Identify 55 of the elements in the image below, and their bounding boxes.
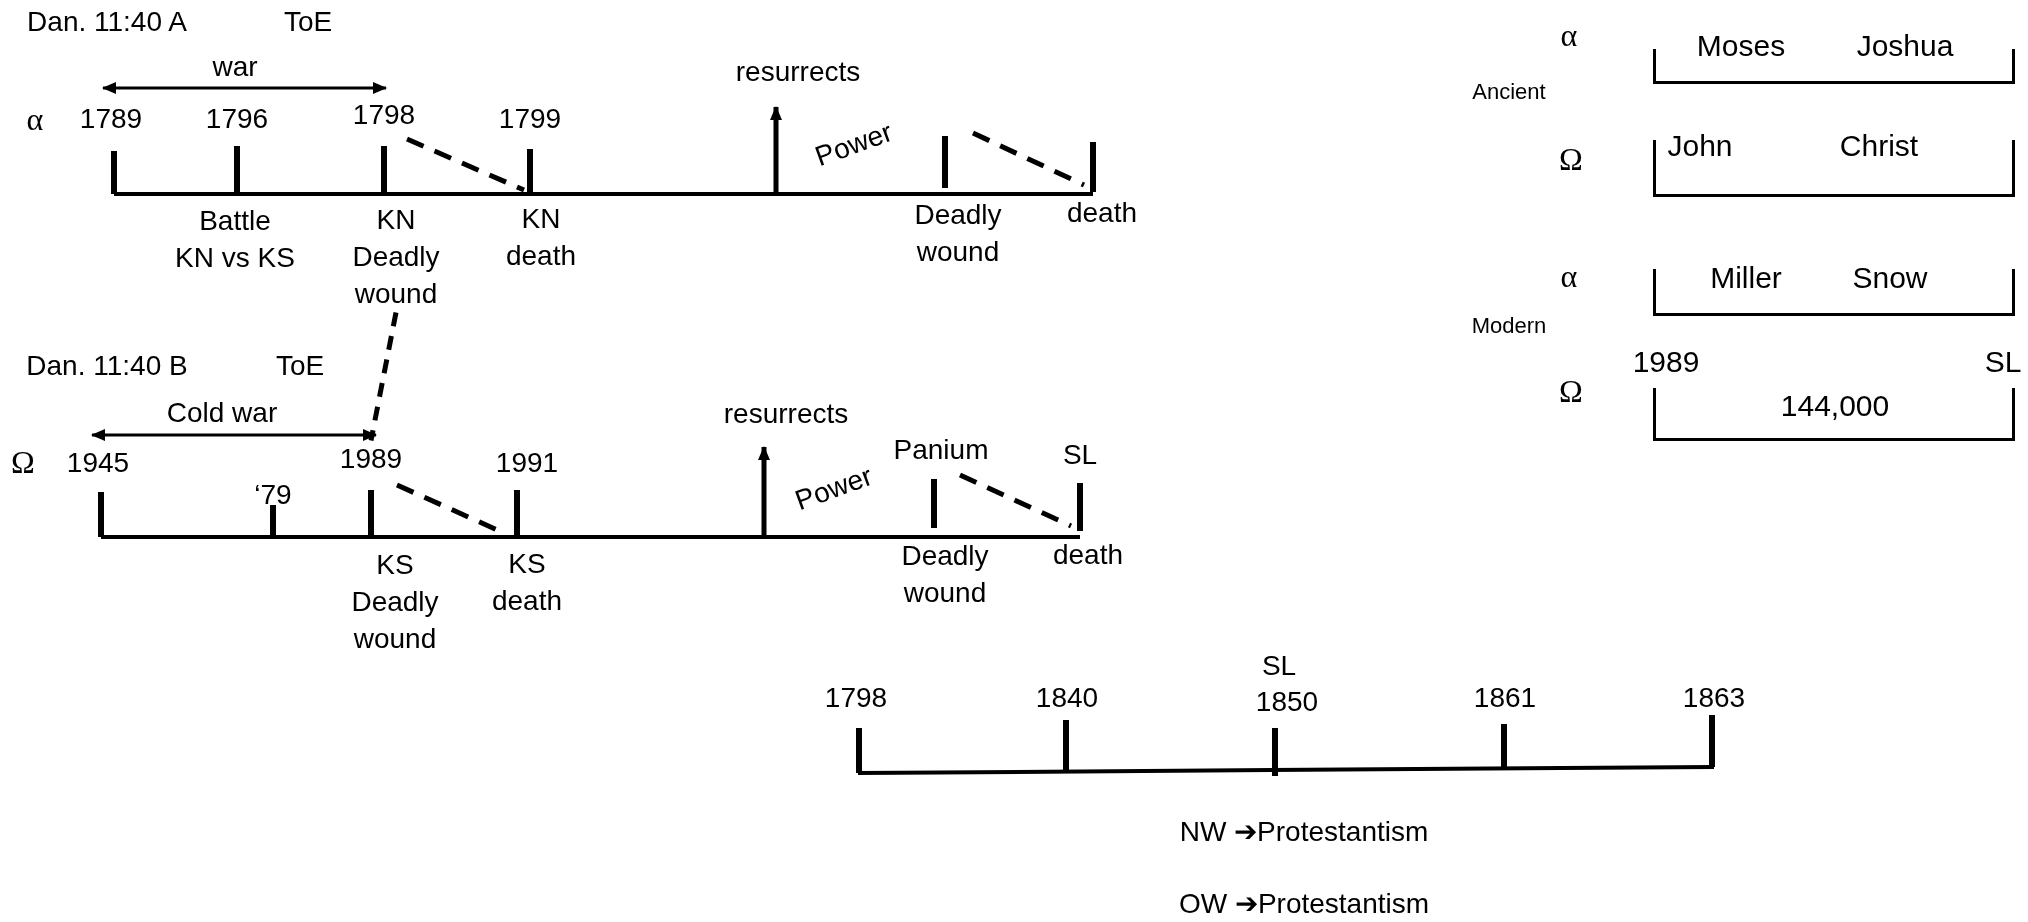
timeline-label: NW ➔Protestantism	[1179, 814, 1429, 849]
timeline-label: ToE	[275, 348, 325, 383]
timeline-label: 1863	[1682, 680, 1746, 715]
greek-letter: Ω	[1559, 139, 1583, 179]
timeline-label: 1850	[1255, 684, 1319, 719]
bracket-end-label: SL	[1984, 345, 2022, 379]
greek-letter: Ω	[1559, 371, 1583, 411]
bracket-label: Joshua	[1856, 28, 1954, 64]
timeline-label: 1989	[339, 440, 403, 478]
timeline-label: Deadly wound	[914, 198, 1002, 269]
timeline-label: resurrects	[723, 396, 849, 431]
timeline-label: 1945	[66, 445, 130, 480]
bracket-label: 144,000	[1780, 388, 1890, 424]
bracket-end-label: 1989	[1632, 345, 1700, 379]
greek-letter: α	[26, 99, 44, 139]
timeline-label: Cold war	[166, 395, 278, 430]
greek-letter: α	[1560, 15, 1578, 55]
timeline-label: 1789	[79, 101, 143, 136]
timeline-label: KS death	[491, 547, 563, 618]
timeline-label: KN death	[505, 202, 577, 273]
timeline-label: OW ➔Protestantism	[1178, 886, 1430, 921]
bracket-label: Christ	[1839, 128, 1919, 164]
greek-letter: Ω	[11, 442, 35, 482]
timeline-label: Dan. 11:40 B	[26, 348, 188, 383]
timeline-label: death	[1066, 195, 1138, 230]
bracket-label: Moses	[1696, 28, 1786, 64]
timeline-label: Ancient	[1472, 78, 1546, 107]
timeline-label: war	[212, 49, 258, 84]
timeline-label: 1799	[498, 101, 562, 136]
timeline-label: Dan. 11:40 A	[27, 4, 187, 39]
timeline-label: 1798	[352, 97, 416, 132]
timeline-label: Battle KN vs KS	[175, 204, 295, 275]
timeline-label: Panium	[893, 432, 989, 467]
timeline-label: ‘79	[254, 477, 292, 512]
timeline-label: KN Deadly wound	[352, 201, 440, 313]
timeline-label: Deadly wound	[901, 539, 989, 610]
timeline-label: ToE	[283, 4, 333, 39]
timeline-label: Modern	[1471, 312, 1547, 341]
bracket-label: Snow	[1852, 260, 1928, 296]
bracket-label: Miller	[1710, 260, 1782, 296]
timeline-label: 1798	[824, 680, 888, 715]
timeline-label: 1991	[495, 445, 559, 480]
timeline-label: Power	[810, 114, 898, 175]
dashed-connector	[368, 311, 399, 441]
timeline-label: resurrects	[735, 54, 861, 89]
bracket-label: John	[1667, 128, 1733, 164]
timeline-label: Power	[790, 458, 878, 519]
timeline-label: death	[1052, 537, 1124, 572]
greek-letter: α	[1560, 256, 1578, 296]
timeline-label: SL	[1261, 648, 1297, 683]
timeline-label: 1796	[205, 101, 269, 136]
timeline-label: SL	[1062, 437, 1098, 472]
timeline-label: 1861	[1473, 680, 1537, 715]
timeline-label: 1840	[1035, 680, 1099, 715]
timeline-label: KS Deadly wound	[351, 547, 439, 656]
